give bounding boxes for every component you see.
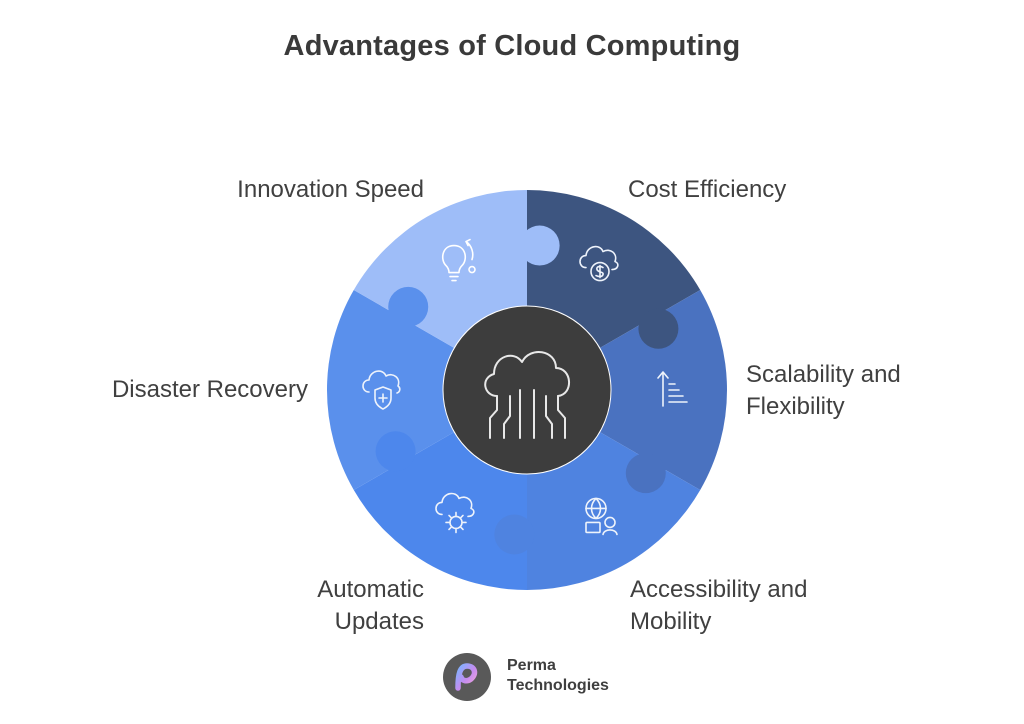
label-innovation-speed: Innovation Speed <box>237 176 424 203</box>
puzzle-tab-disaster-recovery <box>388 286 429 327</box>
puzzle-tab-accessibility <box>494 514 535 555</box>
cloud-dollar-icon <box>579 245 619 282</box>
scale-up-icon <box>657 371 688 407</box>
label-automatic-updates: Automatic Updates <box>317 576 424 635</box>
puzzle-tab-scalability <box>625 453 666 494</box>
perma-logo-icon <box>443 653 491 701</box>
globe-devices-icon <box>585 497 618 536</box>
brand-name: Perma Technologies <box>507 657 609 694</box>
label-cost-efficiency: Cost Efficiency <box>628 176 787 203</box>
label-disaster-recovery: Disaster Recovery <box>111 376 308 403</box>
cloud-circuit-icon <box>484 351 570 439</box>
puzzle-tab-cost-efficiency <box>638 308 679 349</box>
lightbulb-icon <box>441 238 476 282</box>
diagram-title: Advantages of Cloud Computing <box>283 30 741 62</box>
label-accessibility: Accessibility and Mobility <box>630 576 808 635</box>
puzzle-tab-automatic-updates <box>375 431 416 472</box>
segment-automatic-updates <box>353 432 527 591</box>
puzzle-tab-innovation-speed <box>519 225 560 266</box>
center-hub <box>442 305 612 475</box>
label-scalability: Scalability and Flexibility <box>746 361 901 420</box>
cloud-gear-icon <box>435 492 475 534</box>
cloud-shield-icon <box>362 370 401 410</box>
